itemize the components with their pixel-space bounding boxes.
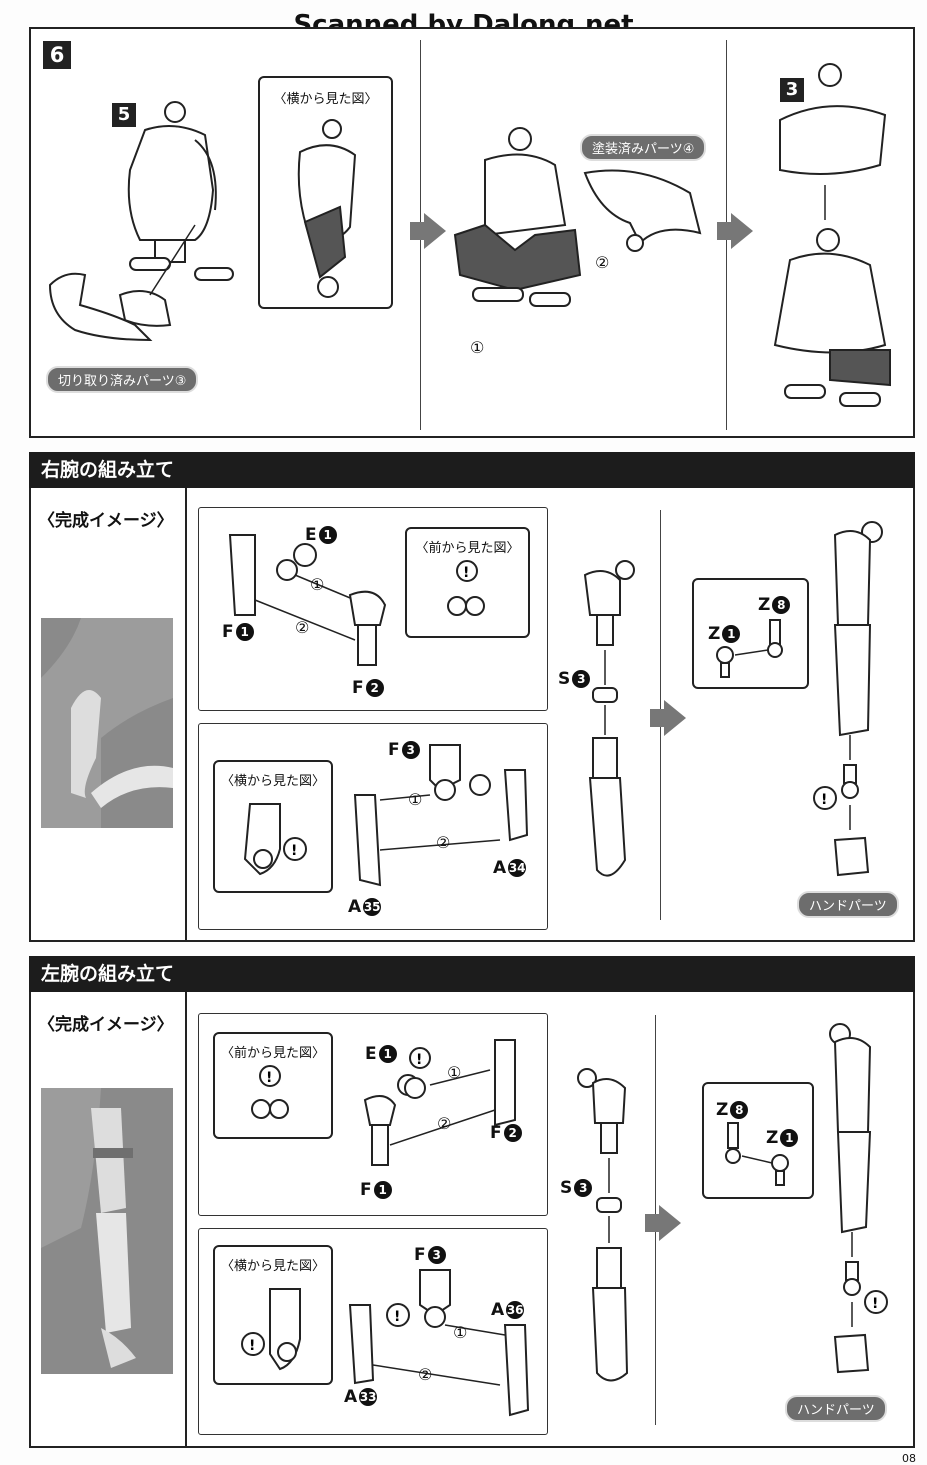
shoulder-parts-illustration [228,534,387,666]
elbow-side-illustration: ! [241,1288,301,1371]
finished-image-label: 〈完成イメージ〉 [38,511,174,531]
finished-image-photo [41,618,173,828]
shoulder-parts-illustration: ! [363,1039,516,1166]
front-view-callout: 〈前から見た図〉 ! [405,527,530,638]
svg-text:!: ! [416,1052,422,1068]
painted-part-illustration [583,169,702,252]
front-view-illustration: ! [251,1065,289,1119]
page-number: 08 [902,1452,916,1465]
order-mark-1: ① [470,338,485,357]
flow-arrow [650,700,686,736]
side-view-callout: 〈横から見た図〉 ! [213,1245,333,1385]
order-mark-2: ② [418,1365,433,1384]
svg-text:!: ! [291,843,297,859]
front-view-label: 〈前から見た図〉 [415,541,520,556]
svg-text:!: ! [394,1309,400,1325]
arm-photo-illustration [41,1088,136,1368]
front-view-label: 〈前から見た図〉 [220,1046,325,1061]
svg-text:!: ! [821,792,827,808]
side-view-callout: 〈横から見た図〉 [258,76,393,309]
order-mark-1: ① [408,790,423,809]
arm-photo-illustration [41,618,173,828]
finished-image-photo [41,1088,173,1374]
order-mark-1: ① [453,1323,468,1342]
hand-joint-illustration [716,619,783,678]
divider [185,488,187,942]
flow-arrow [645,1205,681,1241]
substep-badge-3: 3 [780,78,804,102]
order-mark-1: ① [447,1063,462,1082]
arm-stack-illustration [583,560,635,877]
svg-text:!: ! [249,1338,255,1354]
divider [185,992,187,1448]
order-mark-2: ② [295,618,310,637]
front-view-callout: 〈前から見た図〉 ! [213,1032,333,1139]
side-view-label: 〈横から見た図〉 [273,92,378,107]
svg-text:!: ! [266,1070,272,1086]
elbow-parts-illustration [353,744,529,887]
order-mark-1: ① [310,575,325,594]
finished-torso-illustration [773,63,891,407]
hand-parts-label: ハンドパーツ [797,891,899,918]
front-view-illustration: ! [447,560,485,616]
assembled-arm-illustration: ! [813,521,883,877]
painted-part-label: 塗装済みパーツ④ [580,134,707,161]
order-mark-2: ② [437,1114,452,1133]
side-view-callout: 〈横から見た図〉 ! [213,760,333,893]
elbow-side-illustration: ! [243,803,307,876]
section-header-right-arm: 右腕の組み立て [29,452,915,488]
hand-joint-illustration [725,1122,789,1186]
substep-badge-5: 5 [112,103,136,127]
torso-assembly-illustration [453,127,582,307]
svg-text:!: ! [463,565,469,581]
step-number-badge: 6 [43,41,71,69]
hand-parts-label: ハンドパーツ [785,1395,887,1422]
hand-joint-callout [692,578,809,689]
flow-arrow [717,213,753,249]
elbow-parts-illustration: ! [348,1269,530,1417]
section-header-left-arm: 左腕の組み立て [29,956,915,992]
side-view-illustration [297,119,357,298]
side-view-label: 〈横から見た図〉 [220,774,325,789]
order-mark-2: ② [595,253,610,272]
cut-part-label: 切り取り済みパーツ③ [46,366,199,393]
flow-arrow [410,213,446,249]
assembled-arm-illustration: ! [829,1023,888,1374]
side-view-label: 〈横から見た図〉 [220,1259,325,1274]
finished-image-label: 〈完成イメージ〉 [38,1015,174,1035]
torso-illustration [48,101,234,342]
svg-text:!: ! [872,1296,878,1312]
order-mark-2: ② [436,833,451,852]
arm-stack-illustration [577,1068,629,1382]
